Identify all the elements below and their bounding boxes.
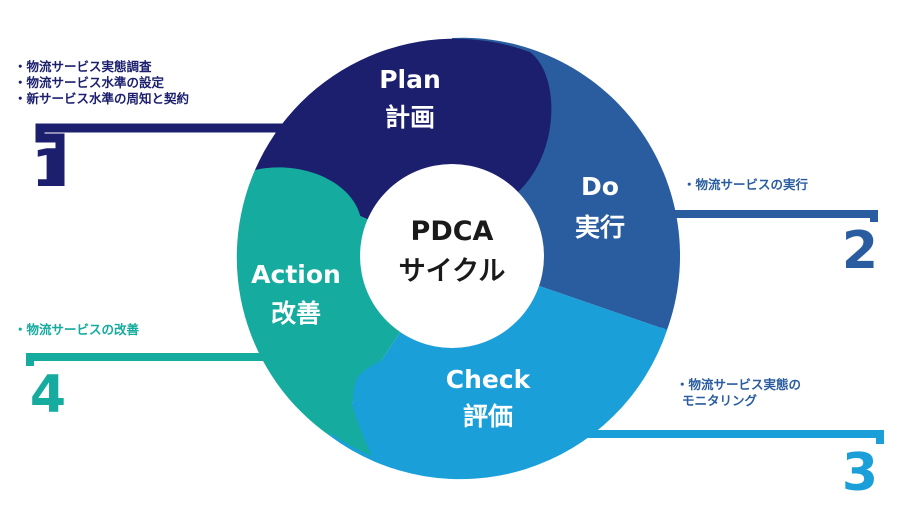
action-label-en: Action — [251, 260, 341, 289]
do-label-jp: 実行 — [575, 213, 625, 242]
action-connector — [26, 353, 270, 366]
plan-note-item: ・新サービス水準の周知と契約 — [14, 91, 190, 106]
do-number: 2 — [842, 221, 878, 281]
action-note-item: ・物流サービスの改善 — [14, 322, 140, 337]
check-label-en: Check — [446, 365, 532, 394]
check-label-jp: 評価 — [463, 402, 513, 431]
plan-connector — [35, 123, 300, 186]
check-note-item: モニタリング — [682, 393, 758, 408]
check-number: 3 — [842, 443, 878, 503]
plan-label-jp: 計画 — [385, 103, 435, 132]
action-number: 4 — [30, 365, 66, 425]
action-notes: ・物流サービスの改善 — [14, 322, 139, 338]
check-note-item: ・物流サービス実態の — [676, 377, 802, 392]
plan-note-item: ・物流サービス水準の設定 — [14, 75, 165, 90]
action-label-jp: 改善 — [271, 299, 321, 328]
do-label-en: Do — [581, 172, 619, 201]
do-connector — [640, 210, 878, 222]
plan-notes: ・物流サービス実態調査 ・物流サービス水準の設定 ・新サービス水準の周知と契約 — [14, 59, 189, 107]
check-swirl — [353, 326, 667, 478]
plan-number: 1 — [32, 139, 68, 199]
plan-note-item: ・物流サービス実態調査 — [14, 59, 152, 74]
do-note-item: ・物流サービスの実行 — [683, 177, 809, 192]
plan-label-en: Plan — [379, 65, 441, 94]
check-notes: ・物流サービス実態の モニタリング — [676, 377, 801, 409]
center-title: PDCA — [411, 216, 494, 247]
do-notes: ・物流サービスの実行 — [683, 177, 808, 193]
center-circle — [360, 164, 544, 348]
action-swirl — [237, 167, 372, 456]
check-connector — [560, 430, 884, 444]
center-subtitle: サイクル — [399, 256, 506, 287]
